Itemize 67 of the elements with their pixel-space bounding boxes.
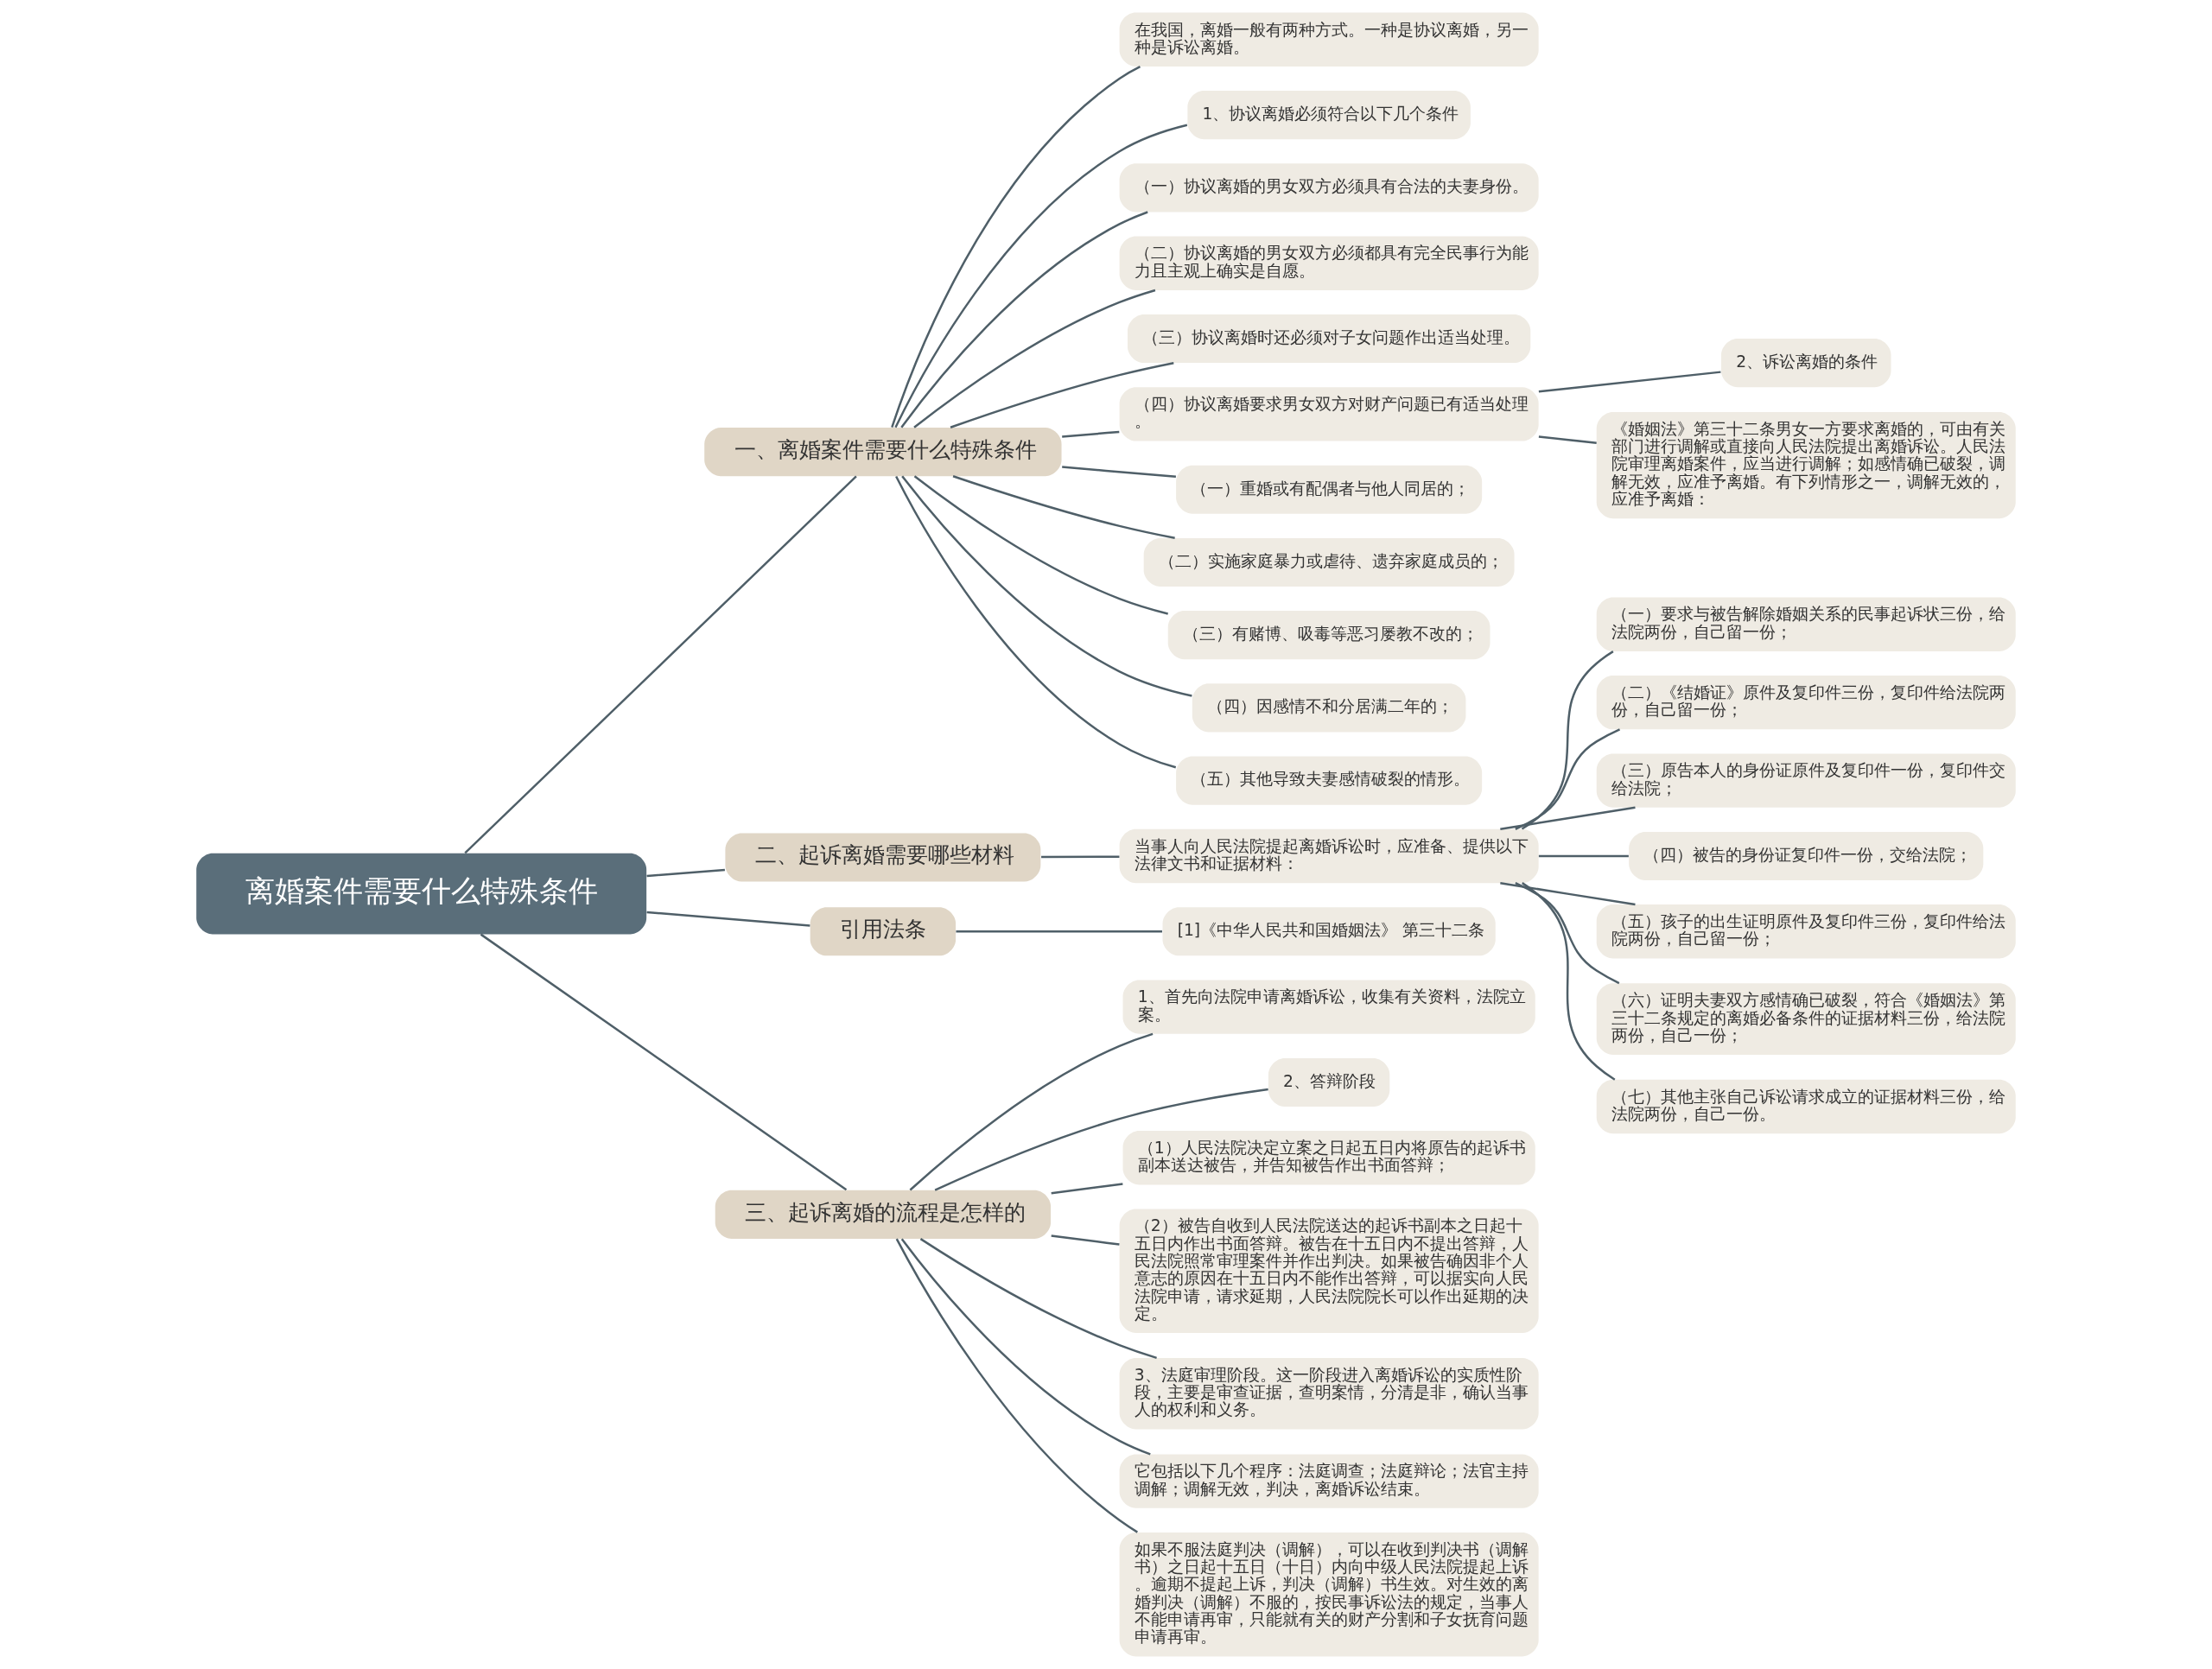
node-box: 2、答辩阶段 [1268, 1057, 1390, 1107]
node-box: 2、诉讼离婚的条件 [1721, 339, 1891, 388]
node-box: 如果不服法庭判决（调解），可以在收到判决书（调解书）之日起十五日（十日）内向中级人民法院提起上诉。逾期不提起上诉，判决（调解）书生效。对生效的离婚判决（调解）不服的，按民事诉讼法的规定，当事人不能申请再审，只能就有关的财产分割和子女抚育问题申请再审。 [1119, 1532, 1539, 1657]
node-box: 引用法条 [810, 907, 957, 956]
node-box: [1]《中华人民共和国婚姻法》 第三十二条 [1162, 907, 1496, 956]
connector [1062, 466, 1176, 478]
node-box: 二、起诉离婚需要哪些材料 [725, 833, 1041, 882]
connector [934, 1088, 1268, 1191]
connector [900, 211, 1148, 428]
node-box: （一）重婚或有配偶者与他人同居的； [1176, 465, 1483, 514]
connector [646, 911, 810, 927]
connector [901, 475, 1192, 697]
connector [464, 475, 857, 854]
node-box: 离婚案件需要什么特殊条件 [196, 853, 647, 935]
node-box: （2）被告自收到人民法院送达的起诉书副本之日起十五日内作出书面答辩。被告在十五日内不提出答辩，人民法院照常审理案件并作出判决。如果被告确因非个人意志的原因在十五日内不能作出答辩，可以据实向人民法院申请，请求延期，人民法院院长可以作出延期的决定。 [1119, 1209, 1539, 1334]
node-box: （四）被告的身份证复印件一份，交给法院； [1629, 831, 1984, 881]
node-box: （三）协议离婚时还必须对子女问题作出适当处理。 [1127, 314, 1531, 364]
node-box: 《婚姻法》第三十二条男女一方要求离婚的，可由有关部门进行调解或直接向人民法院提出离婚诉讼。人民法院审理离婚案件，应当进行调解；如感情确已破裂，调解无效，应准予离婚。有下列情形之一，调解无效的，应准予离婚： [1596, 412, 2016, 519]
connector [1515, 882, 1620, 985]
node-box: （五）其他导致夫妻感情破裂的情形。 [1176, 756, 1483, 805]
node-box: 1、首先向法院申请离婚诉讼，收集有关资料，法院立案。 [1122, 980, 1535, 1034]
connector [909, 1032, 1154, 1191]
node-box: （三）原告本人的身份证原件及复印件一份，复印件交给法院； [1596, 753, 2016, 808]
connector [1051, 1183, 1123, 1195]
node-box: （六）证明夫妻双方感情确已破裂，符合《婚姻法》第三十二条规定的离婚必备条件的证据材料三份，给法院两份，自己一份； [1596, 983, 2016, 1055]
node-box: （1）人民法院决定立案之日起五日内将原告的起诉书副本送达被告，并告知被告作出书面答辩； [1122, 1131, 1535, 1185]
node-box: 三、起诉离婚的流程是怎样的 [715, 1190, 1052, 1239]
connector [891, 66, 1141, 428]
connector [646, 868, 725, 878]
node-box: （二）协议离婚的男女双方必须都具有完全民事行为能力且主观上确实是自愿。 [1119, 236, 1539, 290]
node-box: 它包括以下几个程序：法庭调查；法庭辩论；法官主持调解；调解无效，判决，离婚诉讼结束。 [1119, 1454, 1539, 1508]
connector [956, 930, 1162, 933]
connector [1522, 882, 1616, 1081]
node-box: （三）有赌博、吸毒等恶习屡教不改的； [1167, 611, 1491, 660]
connector [1500, 806, 1636, 830]
connector [900, 1238, 1151, 1456]
node-box: （一）协议离婚的男女双方必须具有合法的夫妻身份。 [1119, 163, 1539, 213]
node-box: 一、离婚案件需要什么特殊条件 [704, 428, 1062, 477]
connector [1051, 1234, 1120, 1246]
connector [952, 475, 1175, 540]
connector [913, 289, 1156, 428]
connector [1062, 430, 1120, 438]
node-box: （二）《结婚证》原件及复印件三份，复印件给法院两份，自己留一份； [1596, 675, 2016, 730]
connector [895, 1238, 1138, 1533]
node-box: 1、协议离婚必须符合以下几个条件 [1187, 91, 1471, 140]
node-box: （一）要求与被告解除婚姻关系的民事起诉状三份，给法院两份，自己留一份； [1596, 597, 2016, 651]
node-box: （四）协议离婚要求男女双方对财产问题已有适当处理。 [1119, 387, 1539, 441]
node-box: （四）因感情不和分居满二年的； [1192, 683, 1466, 733]
connector [1500, 882, 1636, 906]
connector [1041, 855, 1120, 859]
connector [1521, 650, 1614, 830]
node-box: （七）其他主张自己诉讼请求成立的证据材料三份，给法院两份，自己一份。 [1596, 1079, 2016, 1134]
connector [1515, 728, 1621, 830]
connector [1538, 371, 1721, 393]
node-box: 在我国，离婚一般有两种方式。一种是协议离婚，另一种是诉讼离婚。 [1119, 12, 1539, 67]
connector [480, 933, 848, 1191]
node-box: 当事人向人民法院提起离婚诉讼时，应准备、提供以下法律文书和证据材料： [1119, 828, 1539, 884]
connector [913, 475, 1168, 615]
node-box: （二）实施家庭暴力或虐待、遗弃家庭成员的； [1143, 537, 1515, 587]
node-box: 3、法庭审理阶段。这一阶段进入离婚诉讼的实质性阶段，主要是审查证据，查明案情，分清是非，确认当事人的权利和义务。 [1119, 1357, 1539, 1430]
connector [895, 476, 1177, 769]
connector [919, 1238, 1157, 1360]
node-box: （五）孩子的出生证明原件及复印件三份，复印件给法院两份，自己留一份； [1596, 904, 2016, 959]
connector [1538, 854, 1629, 858]
connector [950, 362, 1174, 428]
connector [1538, 435, 1597, 444]
connector [894, 124, 1188, 428]
